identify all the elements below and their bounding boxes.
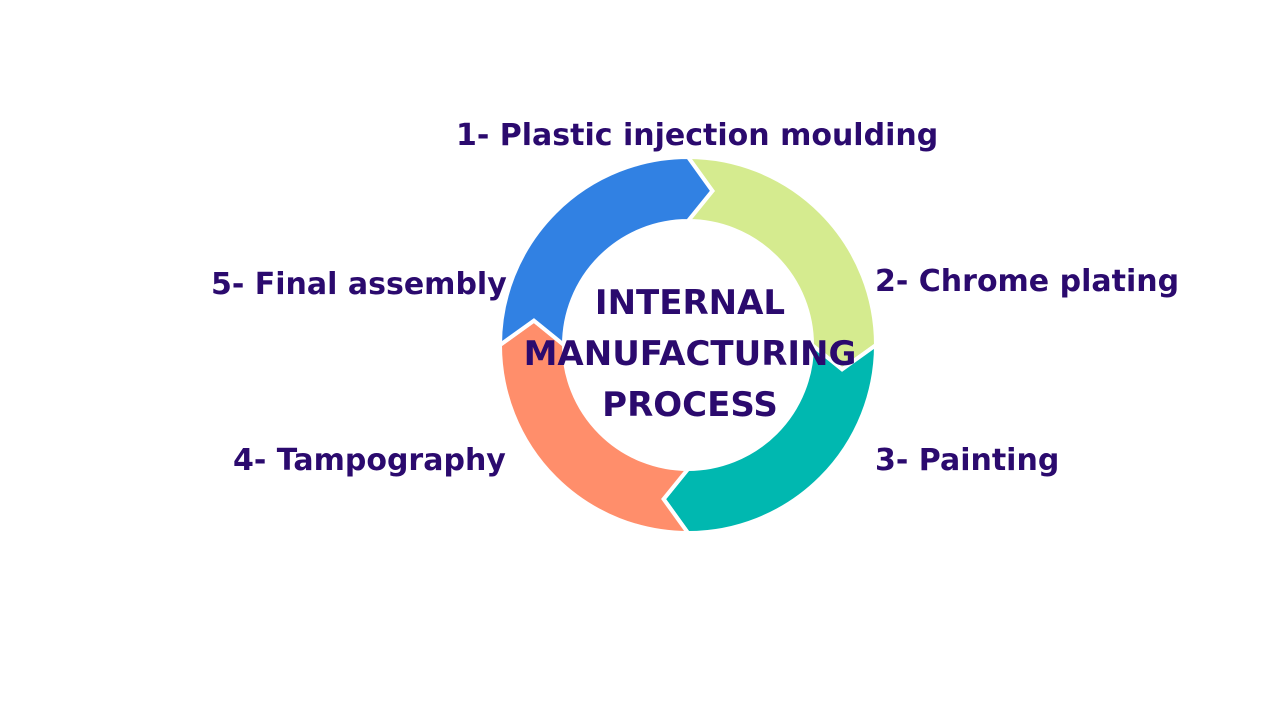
center-title-line-2: MANUFACTURING	[523, 334, 857, 374]
center-title-line-1: INTERNAL	[594, 283, 786, 323]
center-title-line-3: PROCESS	[602, 385, 778, 425]
step-2-label: 2- Chrome plating	[875, 264, 1180, 299]
step-3-label: 3- Painting	[875, 443, 1060, 478]
center-title: INTERNAL MANUFACTURING PROCESS	[490, 278, 890, 431]
step-1-label: 1- Plastic injection moulding	[456, 118, 939, 153]
step-4-segment	[497, 154, 715, 350]
step-5-label: 5- Final assembly	[211, 267, 507, 302]
step-4-label: 4- Tampography	[233, 443, 506, 478]
